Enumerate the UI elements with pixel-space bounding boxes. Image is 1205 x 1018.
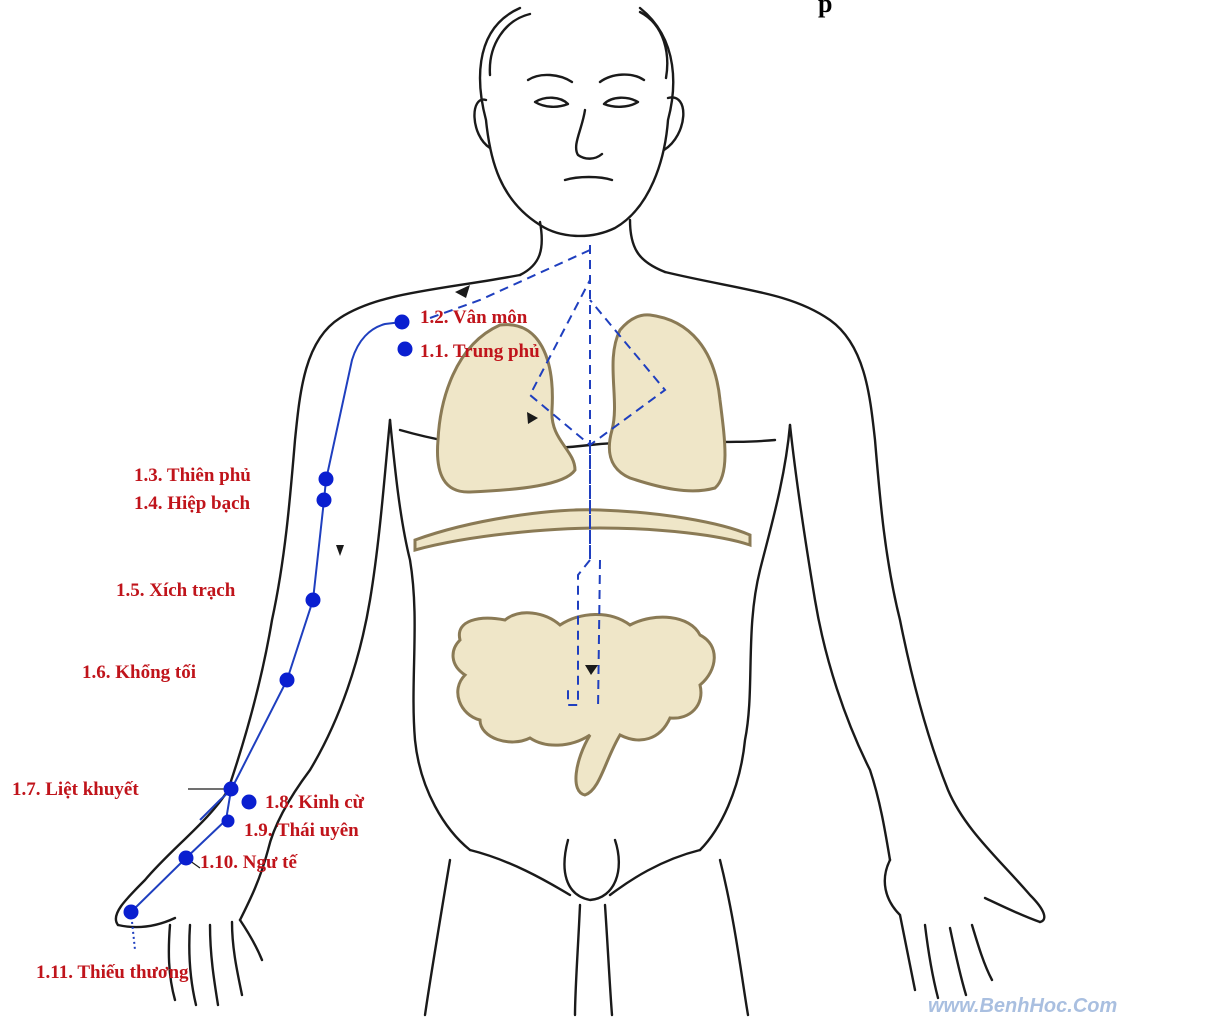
nose — [576, 110, 602, 159]
acupoint-label: 1.11. Thiếu thương — [36, 962, 189, 983]
acupoint-dot — [319, 472, 334, 487]
acupoint-label: 1.9. Thái uyên — [244, 820, 359, 841]
acupoint-label: 1.5. Xích trạch — [116, 580, 236, 601]
acupoint-dot — [222, 815, 235, 828]
genitals — [564, 840, 618, 900]
arrow-icon — [455, 285, 470, 298]
head-outline — [480, 8, 673, 236]
acupoint-dot — [395, 315, 410, 330]
mouth — [565, 177, 612, 180]
acupoint-1.8: 1.8. Kinh cừ — [242, 792, 365, 813]
acupoint-label: 1.6. Khổng tối — [82, 662, 196, 683]
acupoint-dot — [124, 905, 139, 920]
eyebrow-right — [600, 75, 644, 82]
acupoint-1.3: 1.3. Thiên phủ — [134, 465, 334, 487]
right-lung — [609, 315, 725, 491]
acupoint-dot — [317, 493, 332, 508]
acupoint-1.1: 1.1. Trung phủ — [398, 341, 541, 362]
acupoint-label: 1.4. Hiệp bạch — [134, 493, 251, 514]
right-arm-inner — [790, 425, 890, 860]
right-shoulder-arm-outer — [665, 272, 1044, 922]
acupoint-label: 1.2. Vân môn — [420, 307, 528, 328]
eye-left — [535, 98, 568, 107]
left-leg — [425, 860, 580, 1015]
neck-right — [630, 220, 665, 272]
acupoint-dot — [224, 782, 239, 797]
acupoint-dot — [280, 673, 295, 688]
watermark: www.BenhHoc.Com — [928, 995, 1117, 1017]
acupoint-1.11: 1.11. Thiếu thương — [36, 905, 189, 984]
acupoint-1.5: 1.5. Xích trạch — [116, 580, 321, 608]
acupoint-dot — [179, 851, 194, 866]
acupoint-label: 1.7. Liệt khuyết — [12, 779, 139, 800]
acupoint-1.9: 1.9. Thái uyên — [222, 815, 360, 842]
organs — [415, 315, 750, 795]
acupoint-1.2: 1.2. Vân môn — [395, 307, 528, 330]
acupoint-dot — [242, 795, 257, 810]
acupoint-1.4: 1.4. Hiệp bạch — [134, 493, 332, 515]
intestine — [453, 613, 714, 795]
acupoint-label: 1.1. Trung phủ — [420, 341, 540, 362]
groin — [470, 850, 700, 895]
acupoint-label: 1.8. Kinh cừ — [265, 792, 365, 813]
acupoint-dot — [398, 342, 413, 357]
hair — [490, 12, 667, 78]
header-fragment: p — [818, 0, 832, 18]
diaphragm — [415, 510, 750, 550]
acupoint-1.10: 1.10. Ngư tế — [179, 851, 299, 874]
eyebrow-left — [528, 75, 572, 82]
neck-left — [520, 222, 542, 275]
arrow-icon — [336, 545, 344, 556]
eye-right — [604, 98, 638, 107]
acupoint-label: 1.10. Ngư tế — [200, 852, 298, 873]
acupoint-dot — [306, 593, 321, 608]
acupoint-label: 1.3. Thiên phủ — [134, 465, 251, 486]
